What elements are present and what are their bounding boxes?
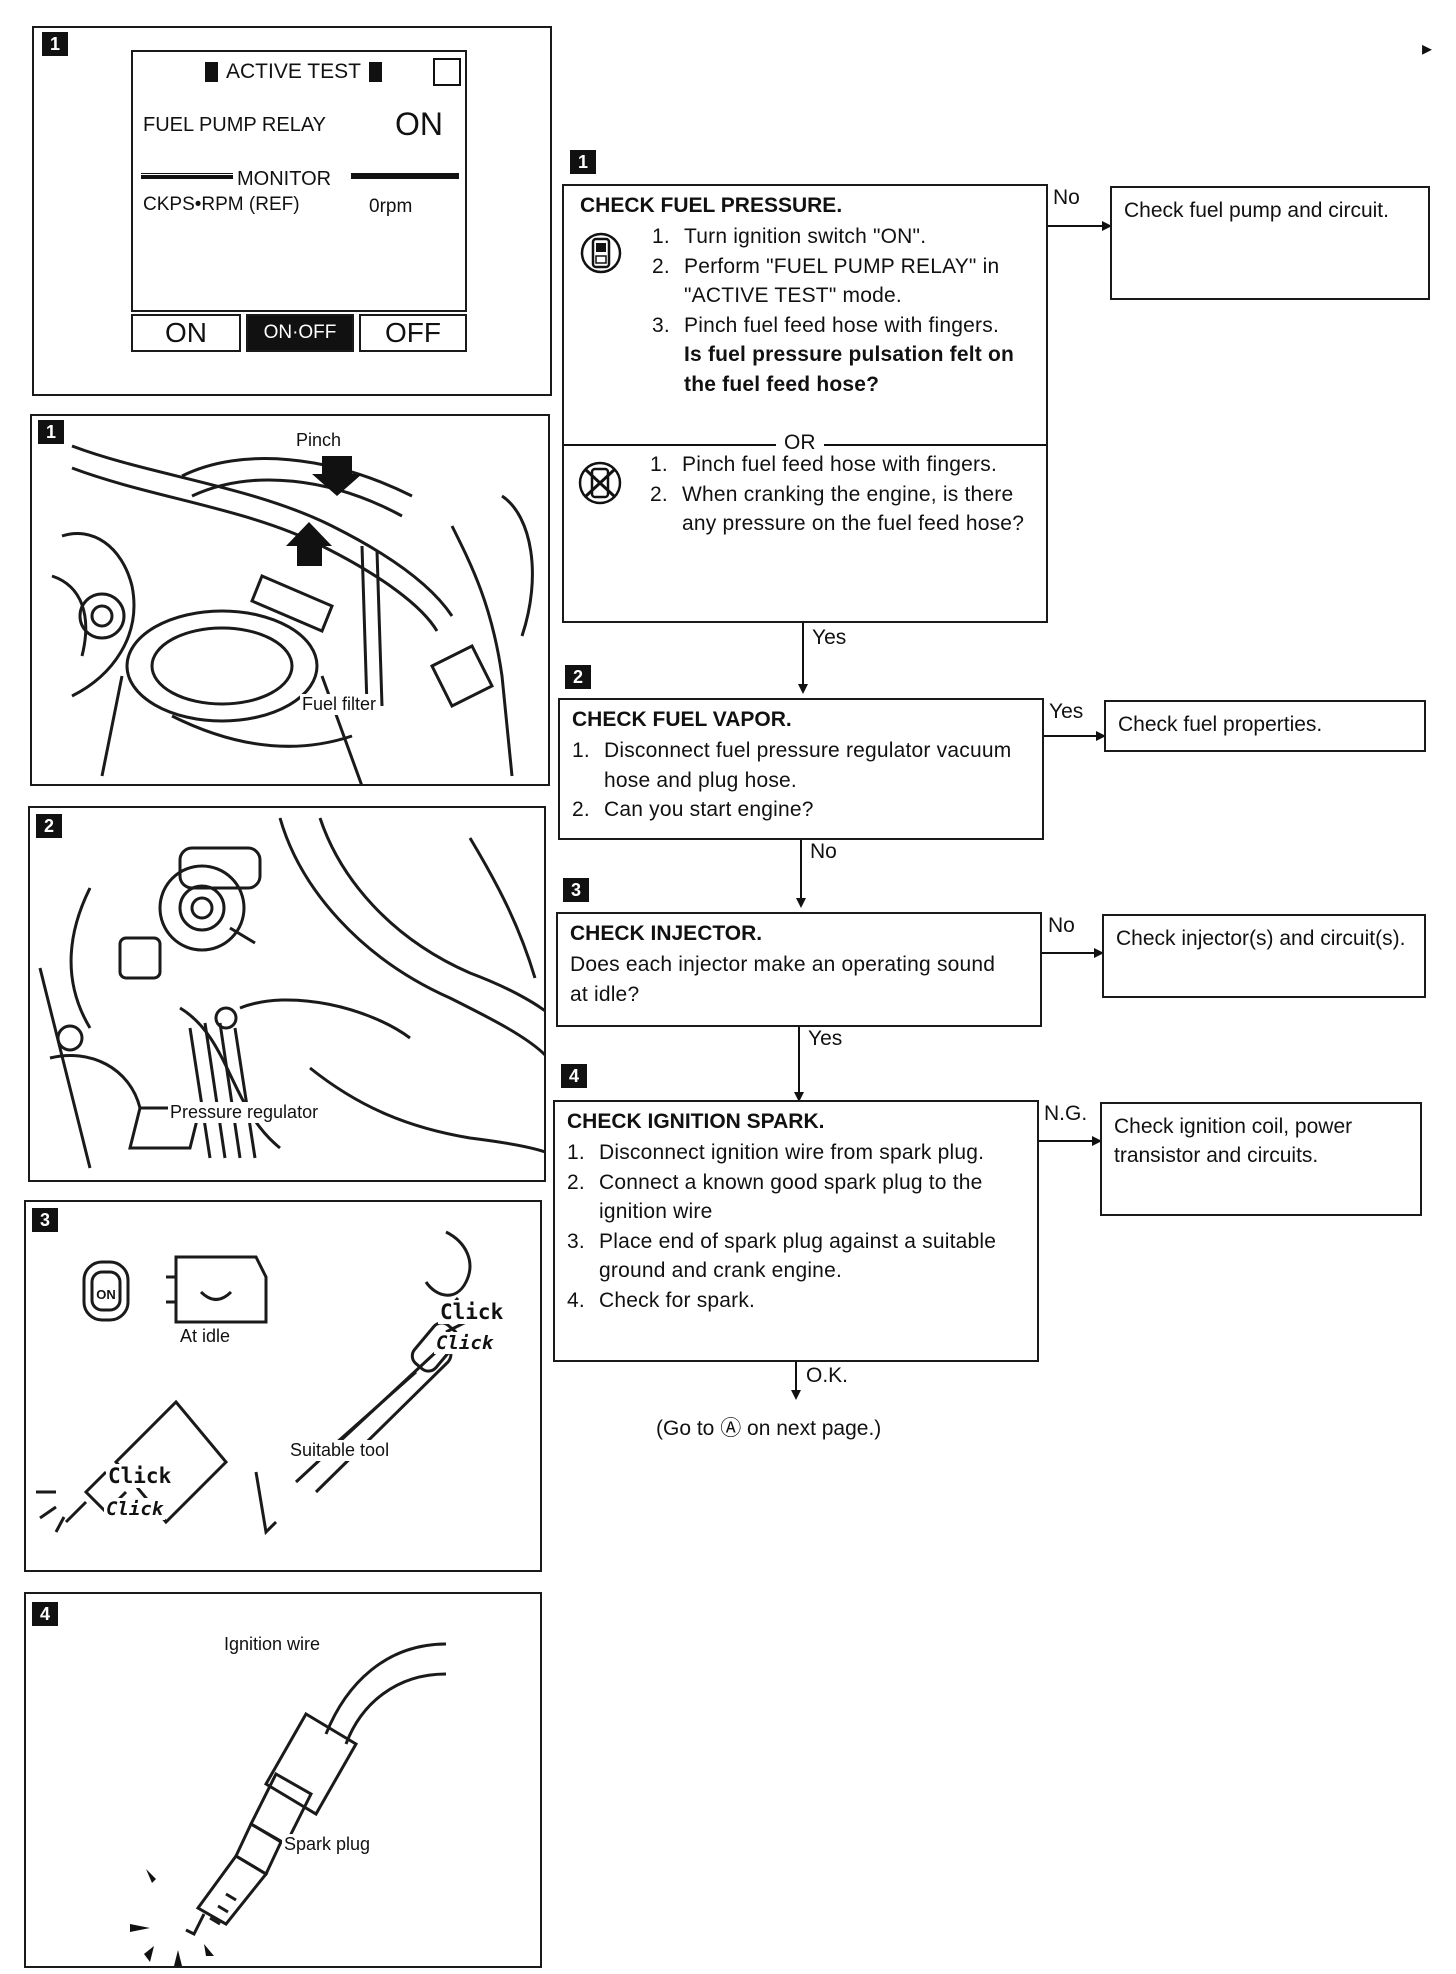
continue-mark: ▸ (1422, 38, 1433, 60)
engine-illustration (51, 444, 534, 784)
click-label: Click (106, 1464, 174, 1488)
result-check-fuel-properties: Check fuel properties. (1104, 700, 1426, 752)
steps-with-consult: 1.Turn ignition switch "ON". 2.Perform "… (652, 222, 1032, 399)
step-badge: 2 (565, 665, 591, 689)
figure-badge: 3 (32, 1208, 58, 1232)
ignition-wire-label: Ignition wire (222, 1634, 323, 1655)
step-item: 1.Pinch fuel feed hose with fingers. (650, 453, 997, 476)
check-fuel-pressure-box: CHECK FUEL PRESSURE. 1.Turn ignition swi… (562, 184, 1048, 623)
screen-checkbox[interactable] (433, 58, 461, 86)
next-label-no: No (810, 840, 837, 863)
spark-plug-label: Spark plug (282, 1834, 373, 1855)
next-label-yes: Yes (812, 626, 847, 649)
result-check-ignition-coil: Check ignition coil, power transistor an… (1100, 1102, 1422, 1216)
figure-badge: 2 (36, 814, 62, 838)
go-to-next-page: (Go to Ⓐ on next page.) (656, 1417, 882, 1440)
consult-screen-panel: 1 ACTIVE TEST FUEL PUMP RELAY ON MONITOR… (32, 26, 552, 396)
or-label: OR (776, 431, 824, 455)
check-fuel-vapor-box: CHECK FUEL VAPOR. 1.Disconnect fuel pres… (558, 698, 1044, 840)
monitor-label: MONITOR (237, 168, 332, 191)
step-item: 2.Connect a known good spark plug to the… (567, 1170, 983, 1224)
title-marker-icon (368, 62, 382, 82)
item-label: FUEL PUMP RELAY (143, 114, 327, 136)
figure-fuel-hose: 1 Pinch Fuel filter (30, 414, 550, 786)
click-label: Click (438, 1300, 506, 1324)
branch-label-yes: Yes (1049, 700, 1084, 723)
branch-label-no: No (1048, 914, 1075, 937)
step-badge: 4 (561, 1064, 587, 1088)
step-title: CHECK IGNITION SPARK. (567, 1110, 825, 1133)
branch-label-no: No (1053, 186, 1080, 209)
check-injector-box: CHECK INJECTOR. Does each injector make … (556, 912, 1042, 1027)
step-item: 2.Can you start engine? (572, 798, 814, 821)
steps-without-consult: 1.Pinch fuel feed hose with fingers. 2.W… (650, 450, 1032, 539)
check-ignition-spark-box: CHECK IGNITION SPARK. 1.Disconnect ignit… (553, 1100, 1039, 1362)
figure-pressure-regulator: 2 Pressure regulator (28, 806, 546, 1182)
step-title: CHECK INJECTOR. (570, 922, 763, 945)
screen-title: ACTIVE TEST (205, 60, 382, 84)
on-button[interactable]: ON (131, 314, 241, 352)
step-item: 2.When cranking the engine, is there any… (650, 482, 1025, 536)
next-label-ok: O.K. (806, 1364, 849, 1387)
at-idle-label: At idle (178, 1326, 233, 1347)
result-check-fuel-pump: Check fuel pump and circuit. (1110, 186, 1430, 300)
step-list: 1.Disconnect fuel pressure regulator vac… (572, 736, 1032, 825)
branch-label-ng: N.G. (1044, 1102, 1088, 1125)
figure-badge: 1 (38, 420, 64, 444)
click-label: Click (104, 1498, 166, 1520)
consult-tool-icon (580, 232, 622, 274)
step-item: 3.Place end of spark plug against a suit… (567, 1229, 997, 1283)
on-key-icon: ON (96, 1287, 116, 1302)
result-check-injectors: Check injector(s) and circuit(s). (1102, 914, 1426, 998)
pressure-regulator-label: Pressure regulator (168, 1102, 321, 1123)
consult-display: ACTIVE TEST FUEL PUMP RELAY ON MONITOR C… (131, 50, 467, 312)
pinch-label: Pinch (294, 430, 344, 451)
step-question: Is fuel pressure pulsation felt on the f… (684, 343, 1015, 396)
on-off-button[interactable]: ON·OFF (246, 314, 354, 352)
step-badge: 1 (570, 150, 596, 174)
step-item: 1.Disconnect ignition wire from spark pl… (567, 1141, 985, 1164)
off-button[interactable]: OFF (359, 314, 467, 352)
step-title: CHECK FUEL PRESSURE. (580, 194, 843, 217)
figure-spark-plug: 4 Ignition wire Spark plug (24, 1592, 542, 1968)
step-list: 1.Disconnect ignition wire from spark pl… (567, 1138, 1027, 1315)
monitor-divider: MONITOR (141, 168, 459, 192)
figure-badge: 4 (32, 1602, 58, 1626)
click-label: Click (434, 1332, 496, 1354)
step-title: CHECK FUEL VAPOR. (572, 708, 792, 731)
fuel-filter-label: Fuel filter (300, 694, 379, 715)
figure-badge: 1 (42, 32, 68, 56)
step-item: 1.Turn ignition switch "ON". (652, 225, 927, 248)
spark-plug-illustration (130, 1642, 447, 1966)
next-label-yes: Yes (808, 1027, 843, 1050)
step-item: 3.Pinch fuel feed hose with fingers. (652, 313, 999, 337)
title-marker-icon (205, 62, 218, 82)
step-item: 4.Check for spark. (567, 1288, 756, 1312)
suitable-tool-label: Suitable tool (288, 1440, 392, 1461)
step-item: 2.Perform "FUEL PUMP RELAY" in "ACTIVE T… (652, 254, 1000, 308)
step-text: Does each injector make an operating sou… (570, 953, 996, 1006)
figure-injector-check: ON 3 At idle Suitable tool Click Click C… (24, 1200, 542, 1572)
monitor-item: CKPS•RPM (REF) (143, 194, 300, 215)
monitor-value: 0rpm (369, 196, 413, 217)
step-item: 1.Disconnect fuel pressure regulator vac… (572, 739, 1012, 792)
no-tool-icon (578, 461, 622, 505)
step-badge: 3 (563, 878, 589, 902)
item-value: ON (395, 106, 443, 142)
regulator-illustration (38, 817, 544, 1169)
